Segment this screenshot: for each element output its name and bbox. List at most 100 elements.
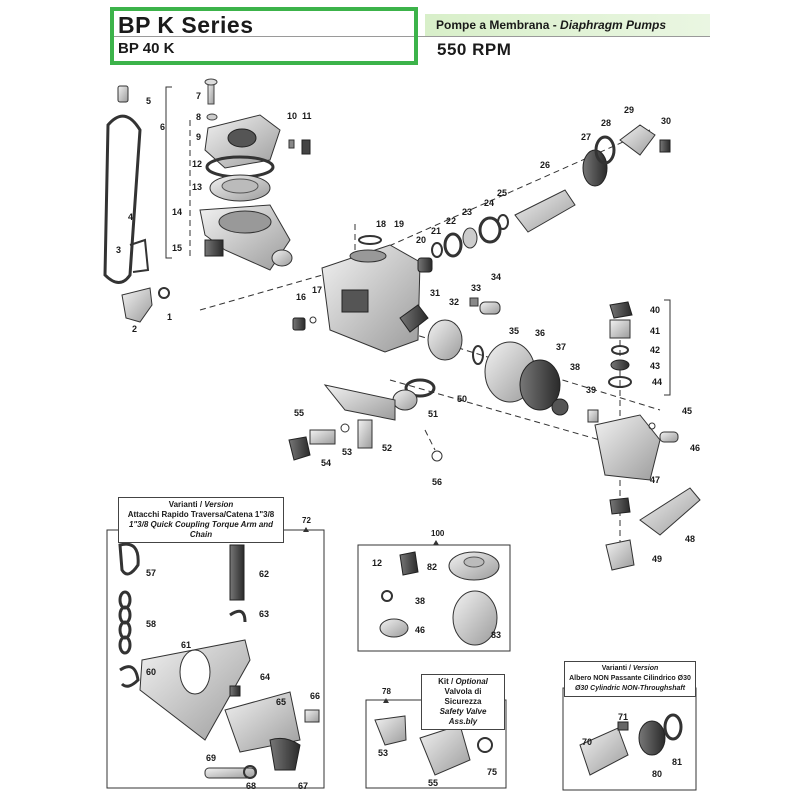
ring-55 (340, 423, 350, 433)
part-label-19: 19 (394, 219, 404, 229)
part-label-75: 75 (487, 767, 497, 777)
washer-39 (551, 398, 569, 416)
bolt-5 (117, 85, 129, 103)
part-label-15: 15 (172, 243, 182, 253)
part-label-55: 55 (294, 408, 304, 418)
outlet-tee (288, 378, 443, 462)
clip-62 (119, 665, 140, 688)
part-label-27: 27 (581, 132, 591, 142)
part-label-49: 49 (652, 554, 662, 564)
cap-51 (605, 539, 635, 571)
part-label-65: 65 (276, 697, 286, 707)
kit-78-line1: Kit / Optional (425, 677, 501, 687)
part-label-55: 55 (428, 778, 438, 788)
part-label-53: 53 (342, 447, 352, 457)
seal-20 (417, 257, 433, 273)
clip-3 (129, 238, 150, 273)
part-label-3: 3 (116, 245, 121, 255)
washer-17 (309, 316, 317, 324)
head-49 (594, 414, 661, 481)
seal-29 (594, 135, 616, 165)
link-60 (118, 542, 140, 576)
part-label-66: 66 (310, 691, 320, 701)
handle-4 (103, 114, 142, 284)
ref-100: 100 (431, 529, 445, 538)
key-68 (304, 709, 320, 723)
part-label-70: 70 (582, 737, 592, 747)
washer-70 (243, 765, 257, 779)
part-label-6: 6 (160, 122, 165, 132)
part-label-48: 48 (685, 534, 695, 544)
valve-75 (374, 715, 407, 746)
fitting-56 (309, 429, 336, 445)
ring-22 (443, 232, 463, 258)
part-label-37: 37 (556, 342, 566, 352)
header-band (425, 14, 710, 36)
part-label-24: 24 (484, 198, 494, 208)
part-label-57: 57 (146, 568, 156, 578)
clamp-69 (269, 737, 301, 771)
sleeve-53 (392, 389, 418, 411)
chain-61 (118, 590, 132, 655)
ring-25 (478, 216, 502, 244)
part-label-16: 16 (296, 292, 306, 302)
oring-18 (358, 235, 382, 245)
part-label-62: 62 (259, 569, 269, 579)
part-label-51: 51 (428, 409, 438, 419)
kit-78-line3: Safety Valve Ass.bly (439, 707, 487, 726)
part-label-42: 42 (650, 345, 660, 355)
nut-10 (288, 139, 295, 149)
part-label-28: 28 (601, 118, 611, 128)
pin-35 (479, 301, 501, 315)
variant-shaft-box (562, 687, 697, 791)
nut-41 (609, 301, 633, 319)
part-label-80: 80 (652, 769, 662, 779)
lower-manifold (594, 414, 701, 571)
part-label-81: 81 (672, 757, 682, 767)
valve-76 (419, 724, 471, 776)
part-label-12: 12 (192, 159, 202, 169)
variant-chain-line1-a: Varianti / (168, 500, 205, 509)
part-label-54: 54 (321, 458, 331, 468)
ring-52 (404, 378, 436, 398)
variant-shaft-line1: Varianti / Version (568, 664, 692, 674)
variant-shaft-line1-a: Varianti / (601, 665, 633, 672)
part-label-34: 34 (491, 272, 501, 282)
part-label-8: 8 (196, 112, 201, 122)
pump-type-en: Diaphragm Pumps (560, 18, 667, 32)
body-19 (321, 244, 421, 353)
variant-shaft-line3: Ø30 Cylindric NON-Throughshaft (574, 685, 686, 692)
elbow-2 (121, 287, 153, 323)
part-label-7: 7 (196, 91, 201, 101)
kit-diaphragm-38 (452, 590, 498, 646)
part-label-22: 22 (446, 216, 456, 226)
part-label-26: 26 (540, 160, 550, 170)
part-label-23: 23 (462, 207, 472, 217)
variant-chain-line3: 1"3/8 Quick Coupling Torque Arm and Chai… (128, 520, 274, 539)
group-46-bracket (664, 299, 671, 396)
pump-type-it: Pompe a Membrana - (436, 18, 561, 32)
part-label-53: 53 (378, 748, 388, 758)
variant-chain-caption: Varianti / Version Attacchi Rapido Trave… (118, 497, 284, 543)
shaft-27 (514, 189, 576, 233)
part-label-40: 40 (650, 305, 660, 315)
ring-58 (431, 450, 443, 462)
kit-sleeve-53 (379, 618, 409, 638)
part-label-10: 10 (287, 111, 297, 121)
pump-body (292, 235, 421, 353)
part-label-21: 21 (431, 226, 441, 236)
part-label-33: 33 (471, 283, 481, 293)
part-label-46: 46 (415, 625, 425, 635)
tee-54 (323, 384, 396, 421)
part-label-82: 82 (427, 562, 437, 572)
part-label-17: 17 (312, 285, 322, 295)
kit-78-line2: Valvola di Sicurezza (444, 687, 482, 706)
part-label-4: 4 (128, 212, 133, 222)
kit-refs: 72 100 78 (302, 516, 445, 703)
pump-type: Pompe a Membrana - Diaphragm Pumps (436, 18, 666, 32)
piston-parts (399, 297, 599, 423)
seal-83 (663, 713, 683, 741)
plug-16 (292, 317, 306, 331)
left-parts (103, 85, 170, 323)
